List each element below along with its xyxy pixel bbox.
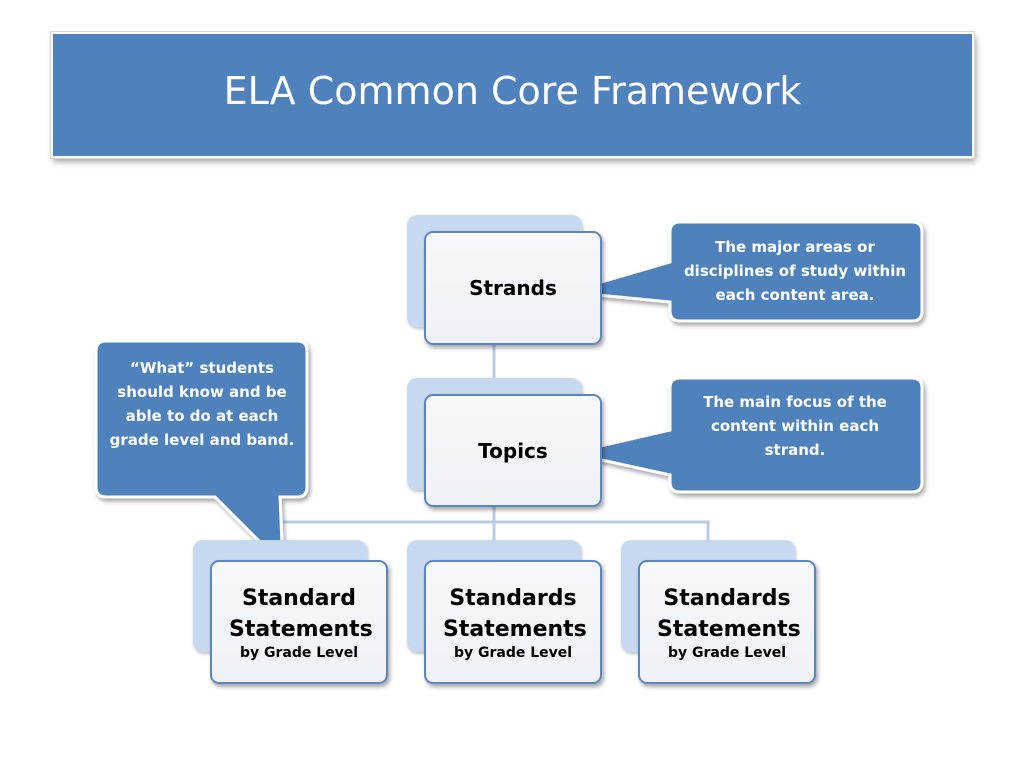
standards-1-sub-label: by Grade Level [239, 645, 359, 661]
callout-topics-bubble [569, 376, 924, 494]
title-bar: ELA Common Core Framework [51, 32, 974, 158]
standards-1-main-label: Standard Statements [229, 586, 373, 642]
callout-standards-bubble [94, 339, 309, 569]
standards-2-sub-label: by Grade Level [453, 645, 573, 661]
callout-strands-bubble [566, 220, 924, 323]
standards-3-sub-label: by Grade Level [667, 645, 787, 661]
callout-standards-text: “What” students should know and be able … [109, 359, 295, 449]
standards-node-3: Standards Statements by Grade Level [638, 560, 816, 684]
topics-label: Topics [478, 438, 548, 463]
strands-label: Strands [469, 276, 557, 300]
standards-3-main-label: Standards Statements [657, 586, 801, 642]
strands-node: Strands [424, 231, 602, 345]
callout-strands-text: The major areas or disciplines of study … [683, 238, 907, 304]
slide-title: ELA Common Core Framework [223, 69, 802, 113]
topics-node: Topics [424, 394, 602, 507]
standards-2-main-label: Standards Statements [443, 586, 587, 642]
callout-topics-text: The main focus of the content within eac… [703, 393, 887, 459]
standards-node-1: Standard Statements by Grade Level [210, 560, 388, 684]
standards-node-2: Standards Statements by Grade Level [424, 560, 602, 684]
